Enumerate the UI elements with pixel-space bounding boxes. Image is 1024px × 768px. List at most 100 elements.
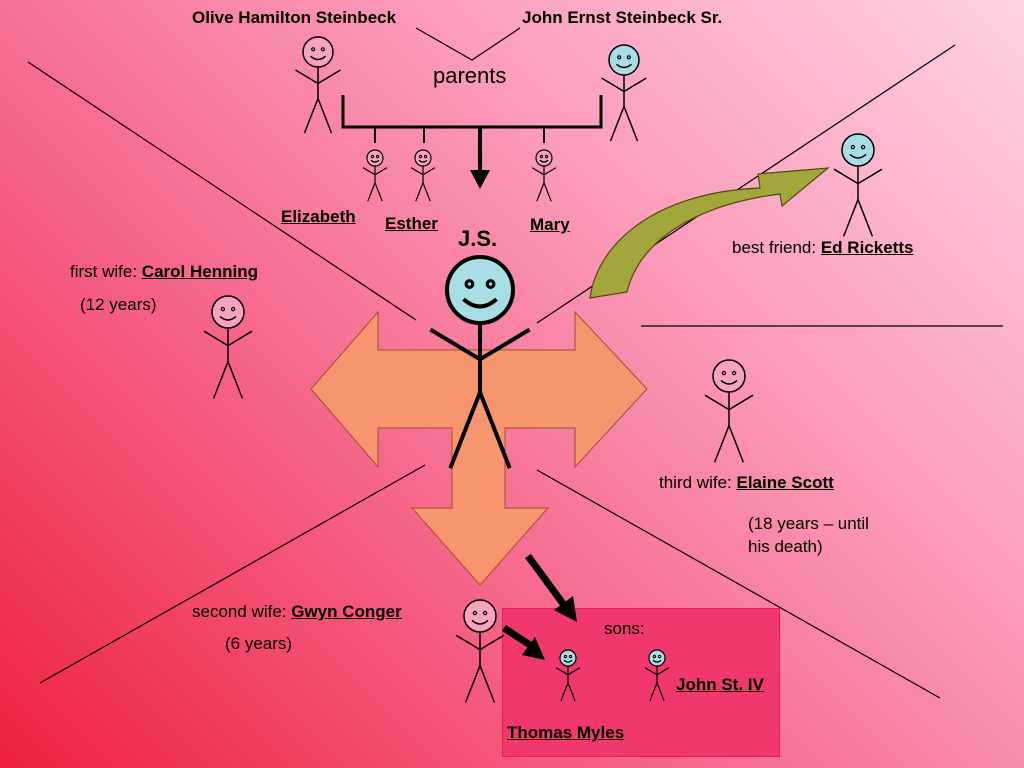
stick-figure-arms-mary <box>531 167 557 176</box>
stick-figure-mouth-elizabeth <box>370 159 380 163</box>
stick-figure-eye-left-esther <box>418 154 423 159</box>
stick-figure-legs-son-john <box>649 681 665 702</box>
stick-figure-face-best-friend <box>841 133 875 167</box>
first-wife-prefix: first wife: <box>70 262 138 281</box>
son-john-name: John St. IV <box>676 675 764 694</box>
stick-figure-eye-right-elizabeth <box>375 154 380 159</box>
stick-figure-eye-right-best-friend <box>860 144 866 150</box>
stick-figure-face-mary <box>535 149 553 167</box>
third-wife-duration-2: his death) <box>748 537 823 556</box>
first-wife-name: Carol Henning <box>141 262 258 281</box>
stick-figure-mouth-second-wife <box>471 619 489 625</box>
stick-figure-mouth-father <box>616 63 632 69</box>
stick-figure-mouth-third-wife <box>720 379 738 385</box>
stick-figure-mouth-esther <box>418 159 428 163</box>
parents-connector <box>415 27 521 61</box>
sibling-esther: Esther <box>385 214 438 233</box>
second-wife-line: second wife: Gwyn Conger <box>192 602 402 622</box>
stick-figure-face-son-thomas <box>559 649 577 667</box>
third-wife-prefix: third wife: <box>659 473 732 492</box>
three-way-arrow <box>310 310 648 586</box>
third-wife-duration-1: (18 years – until <box>748 514 869 533</box>
stick-figure-eye-right-son-thomas <box>568 654 573 659</box>
best-friend-line: best friend: Ed Ricketts <box>732 238 913 258</box>
divider-line-bottom-left <box>39 464 426 684</box>
sons-box <box>502 608 780 757</box>
stick-figure-face-js <box>445 255 515 325</box>
stick-figure-eye-right-mother <box>320 47 325 52</box>
stick-figure-mouth-mary <box>539 159 549 163</box>
stick-figure-face-elizabeth <box>366 149 384 167</box>
stick-figure-eye-left-son-thomas <box>563 654 568 659</box>
stick-figure-legs-second-wife <box>464 663 496 703</box>
stick-figure-arms-elizabeth <box>362 167 388 176</box>
stick-figure-eye-left-mary <box>539 154 544 159</box>
arrow-to-thomas-shaft <box>502 625 532 648</box>
stick-figure-eye-left-mother <box>311 47 316 52</box>
stick-figure-mouth-son-john <box>652 659 662 663</box>
stick-figure-eye-right-third-wife <box>731 370 737 376</box>
second-wife-name: Gwyn Conger <box>291 602 402 621</box>
stick-figure-son-john <box>644 649 670 702</box>
stick-figure-esther <box>410 149 436 202</box>
stick-figure-arms-father <box>601 77 647 93</box>
stick-figure-legs-first-wife <box>212 359 244 399</box>
stick-figure-face-third-wife <box>712 359 746 393</box>
stick-figure-legs-js <box>448 386 512 469</box>
mother-name: Olive Hamilton Steinbeck <box>192 8 397 27</box>
stick-figure-arms-first-wife <box>203 330 253 347</box>
family-bracket <box>341 95 603 129</box>
sons-label: sons: <box>604 619 645 638</box>
stick-figure-face-son-john <box>648 649 666 667</box>
stick-figure-eye-left-js <box>464 279 475 289</box>
stick-figure-first-wife <box>203 295 253 399</box>
curved-arrow-best-friend <box>589 167 830 299</box>
stick-figure-arms-mother <box>295 69 341 85</box>
stick-figure-arms-esther <box>410 167 436 176</box>
arrow-to-thomas-head <box>522 637 545 660</box>
sibling-mary: Mary <box>530 215 570 234</box>
stick-figure-mouth-son-thomas <box>563 659 573 663</box>
stick-figure-face-esther <box>414 149 432 167</box>
stick-figure-arms-js <box>429 327 531 362</box>
stick-figure-best-friend <box>833 133 883 237</box>
best-friend-prefix: best friend: <box>732 238 817 257</box>
stick-figure-mother <box>295 36 341 134</box>
stick-figure-eye-right-father <box>626 55 631 60</box>
stick-figure-face-mother <box>302 36 334 68</box>
stick-figure-eye-right-js <box>485 279 496 289</box>
stick-figure-legs-mary <box>536 181 552 202</box>
stick-figure-eye-right-esther <box>423 154 428 159</box>
stick-figure-arms-third-wife <box>704 394 754 411</box>
stick-figure-eye-right-first-wife <box>230 306 236 312</box>
first-wife-duration: (12 years) <box>80 295 157 314</box>
stick-figure-legs-father <box>609 104 639 142</box>
second-wife-duration: (6 years) <box>225 634 293 653</box>
third-wife-name: Elaine Scott <box>736 473 834 492</box>
stick-figure-legs-best-friend <box>842 197 874 237</box>
stick-figure-mouth-js <box>462 297 498 309</box>
divider-line-bottom-right <box>536 469 941 699</box>
stick-figure-mouth-best-friend <box>849 153 867 159</box>
stick-figure-eye-right-second-wife <box>482 610 488 616</box>
second-wife-prefix: second wife: <box>192 602 287 621</box>
stick-figure-legs-son-thomas <box>560 681 576 702</box>
stick-figure-arms-son-john <box>644 667 670 676</box>
stick-figure-eye-right-son-john <box>657 654 662 659</box>
third-wife-line: third wife: Elaine Scott <box>659 473 834 493</box>
arrow-to-sons-shaft <box>525 553 567 608</box>
father-name: John Ernst Steinbeck Sr. <box>522 8 723 27</box>
stick-figure-face-father <box>608 44 640 76</box>
son-thomas-name: Thomas Myles <box>507 723 625 742</box>
stick-figure-mouth-first-wife <box>219 315 237 321</box>
stick-figure-eye-right-mary <box>544 154 549 159</box>
stick-figure-father <box>601 44 647 142</box>
best-friend-name: Ed Ricketts <box>820 238 914 257</box>
stick-figure-legs-third-wife <box>713 423 745 463</box>
stick-figure-arms-second-wife <box>455 634 505 651</box>
stick-figure-legs-elizabeth <box>367 181 383 202</box>
stick-figure-legs-esther <box>415 181 431 202</box>
stick-figure-legs-mother <box>303 96 333 134</box>
stick-figure-second-wife <box>455 599 505 703</box>
